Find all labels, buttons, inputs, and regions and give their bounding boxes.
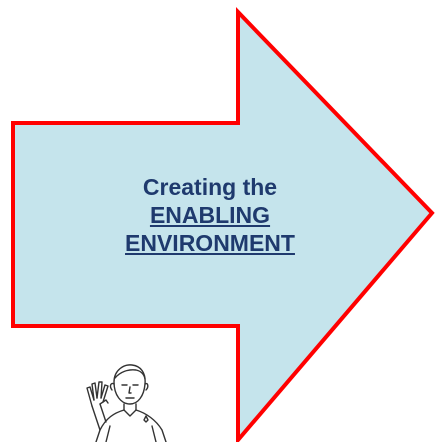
caption-line-environment: ENVIRONMENT <box>125 230 295 256</box>
caption-line-enabling: ENABLING <box>149 202 271 228</box>
arrow-caption: Creating the ENABLING ENVIRONMENT <box>60 173 360 257</box>
caption-line-creating: Creating the <box>142 174 278 200</box>
vulcan-salute-figure-icon <box>86 364 167 442</box>
